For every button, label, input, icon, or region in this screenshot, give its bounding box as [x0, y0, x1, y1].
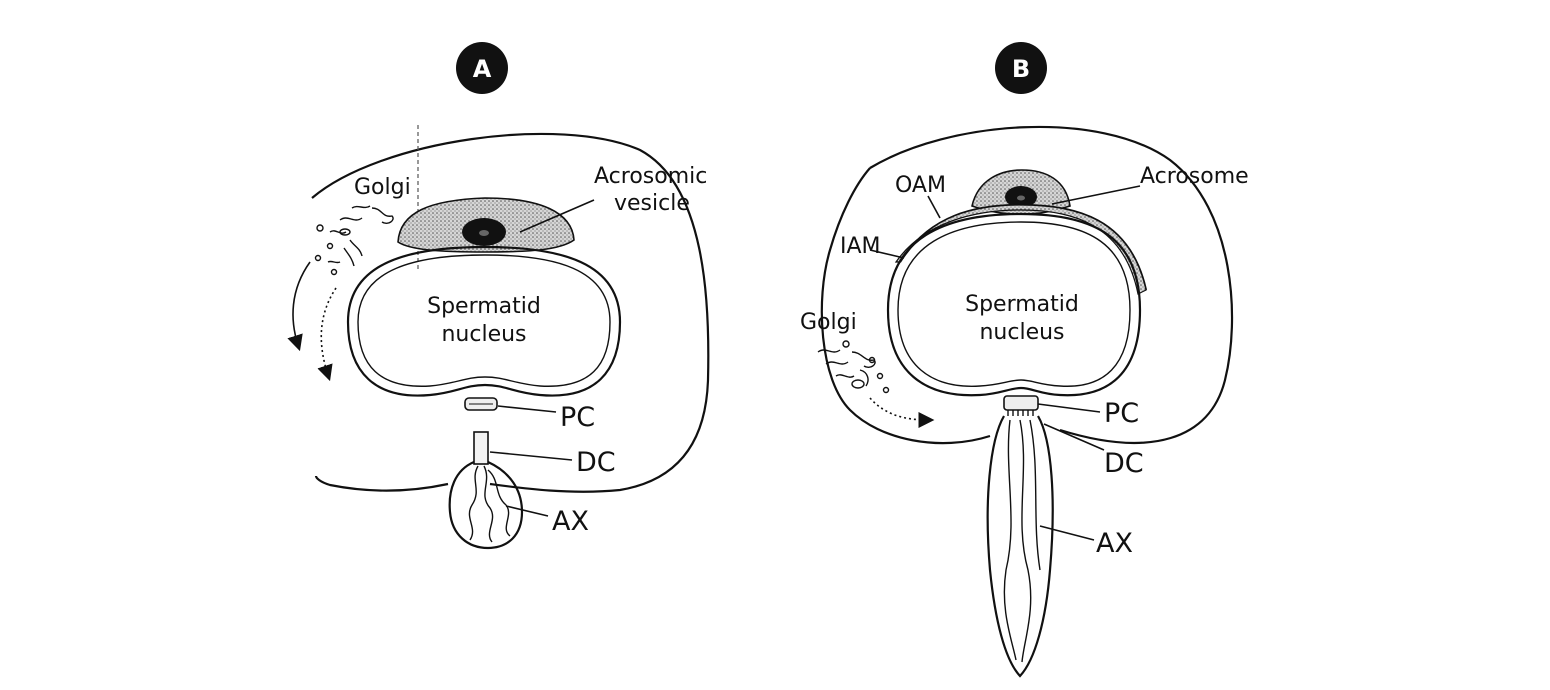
panel-a: A	[287, 42, 710, 550]
panel-a-nucleus-outer	[346, 245, 622, 397]
panel-a-acrosomic-leader	[519, 199, 595, 233]
panel-b-pc-label: PC	[1104, 398, 1139, 429]
panel-a-granule-core	[479, 230, 489, 236]
panel-b-oam-leader	[927, 195, 941, 219]
panel-b-outer-acrosomal-membrane	[899, 203, 1148, 291]
panel-b-nucleus-label-line2: nucleus	[979, 320, 1064, 345]
panel-b-nucleus-label-line1: Spermatid	[965, 292, 1079, 317]
panel-b-pc-leader	[1037, 403, 1101, 413]
panel-b-migration-arrow	[869, 397, 935, 428]
panel-b-badge-label: B	[1012, 55, 1030, 83]
panel-b-proximal-centriole	[1003, 395, 1039, 411]
panel-b-ax-leader	[1039, 525, 1095, 541]
panel-b-iam-leader	[869, 249, 905, 259]
panel-a-dc-label: DC	[576, 447, 616, 478]
panel-a-migration-arrow-outer	[287, 261, 311, 352]
panel-a-pc-leader	[497, 405, 557, 413]
panel-a-pc-label: PC	[560, 402, 595, 433]
panel-b-dc-label: DC	[1104, 448, 1144, 479]
panel-b-acrosome-label: Acrosome	[1140, 164, 1249, 189]
panel-a-golgi-label: Golgi	[354, 175, 411, 200]
panel-a-golgi-apparatus	[314, 205, 394, 276]
panel-a-acrosomic-label-line2: vesicle	[614, 191, 690, 216]
panel-a-ax-leader	[505, 505, 549, 517]
panel-b-granule-core	[1017, 195, 1025, 201]
panel-b-flagellum	[986, 415, 1054, 678]
panel-a-nucleus-label-line1: Spermatid	[427, 294, 541, 319]
panel-b-golgi-label: Golgi	[800, 310, 857, 335]
panel-b-nucleus-outer	[886, 212, 1142, 397]
panel-a-badge: A	[456, 42, 508, 94]
panel-b-iam-label: IAM	[840, 234, 881, 259]
panel-a-badge-label: A	[473, 55, 492, 83]
panel-b-acrosome-leader	[1051, 185, 1141, 205]
panel-a-ax-label: AX	[552, 506, 589, 537]
panel-a-nucleus-label-line2: nucleus	[441, 322, 526, 347]
panel-a-axoneme	[468, 465, 511, 543]
panel-b-axoneme	[1003, 419, 1041, 663]
panel-b-dc-leader	[1043, 423, 1105, 451]
panel-b-badge: B	[995, 42, 1047, 94]
panel-b-inner-acrosomal-membrane	[894, 204, 1147, 295]
panel-b-golgi-apparatus	[817, 340, 890, 394]
panel-b-nucleus-inner	[897, 221, 1131, 387]
panel-a-flagellum-bud	[448, 460, 524, 550]
panel-b: B	[800, 42, 1249, 678]
panel-b-oam-label: OAM	[895, 173, 946, 198]
panel-a-acrosomic-label-line1: Acrosomic	[594, 164, 707, 189]
panel-a-migration-arrow-inner	[317, 287, 337, 382]
panel-b-ax-label: AX	[1096, 528, 1133, 559]
panel-a-distal-centriole	[473, 431, 489, 465]
panel-a-cell-membrane	[311, 132, 710, 493]
panel-a-nucleus-inner	[357, 254, 611, 387]
panel-a-dc-leader	[489, 451, 573, 461]
panel-b-cell-membrane	[820, 125, 1234, 445]
panel-b-pc-fibers	[1007, 410, 1034, 416]
